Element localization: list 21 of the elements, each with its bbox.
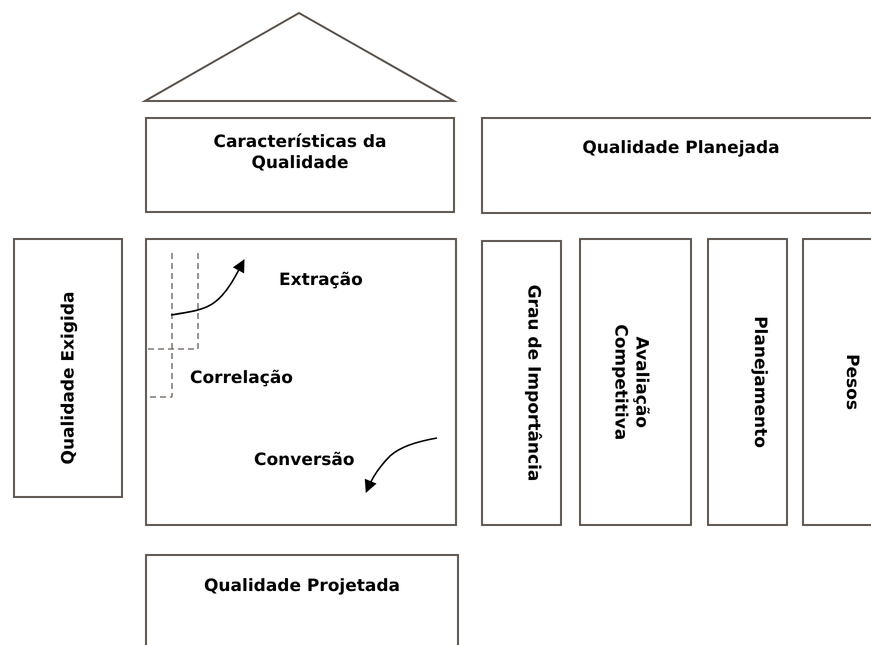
section-label: Qualidade Planejada	[582, 138, 780, 158]
column-label: Avaliação Competitiva	[608, 322, 651, 442]
column-label: Planejamento	[750, 316, 770, 448]
column-box	[802, 238, 871, 526]
matrix-label: Conversão	[254, 450, 355, 470]
column-box	[481, 240, 562, 526]
matrix-label: Correlação	[190, 368, 293, 388]
matrix-label: Extração	[279, 270, 363, 290]
footer-box	[145, 554, 459, 645]
column-box	[707, 238, 788, 526]
section-label: Qualidade Exigida	[58, 292, 78, 464]
section-label: Características da Qualidade	[212, 132, 388, 174]
column-label: Pesos	[842, 354, 862, 410]
column-box	[579, 238, 692, 526]
side-box	[13, 238, 123, 498]
header-box	[481, 117, 871, 214]
roof-triangle	[141, 12, 458, 102]
header-box	[145, 117, 455, 213]
section-label: Qualidade Projetada	[204, 576, 400, 596]
column-label: Grau de Importância	[524, 284, 544, 482]
matrix-box	[145, 238, 457, 526]
